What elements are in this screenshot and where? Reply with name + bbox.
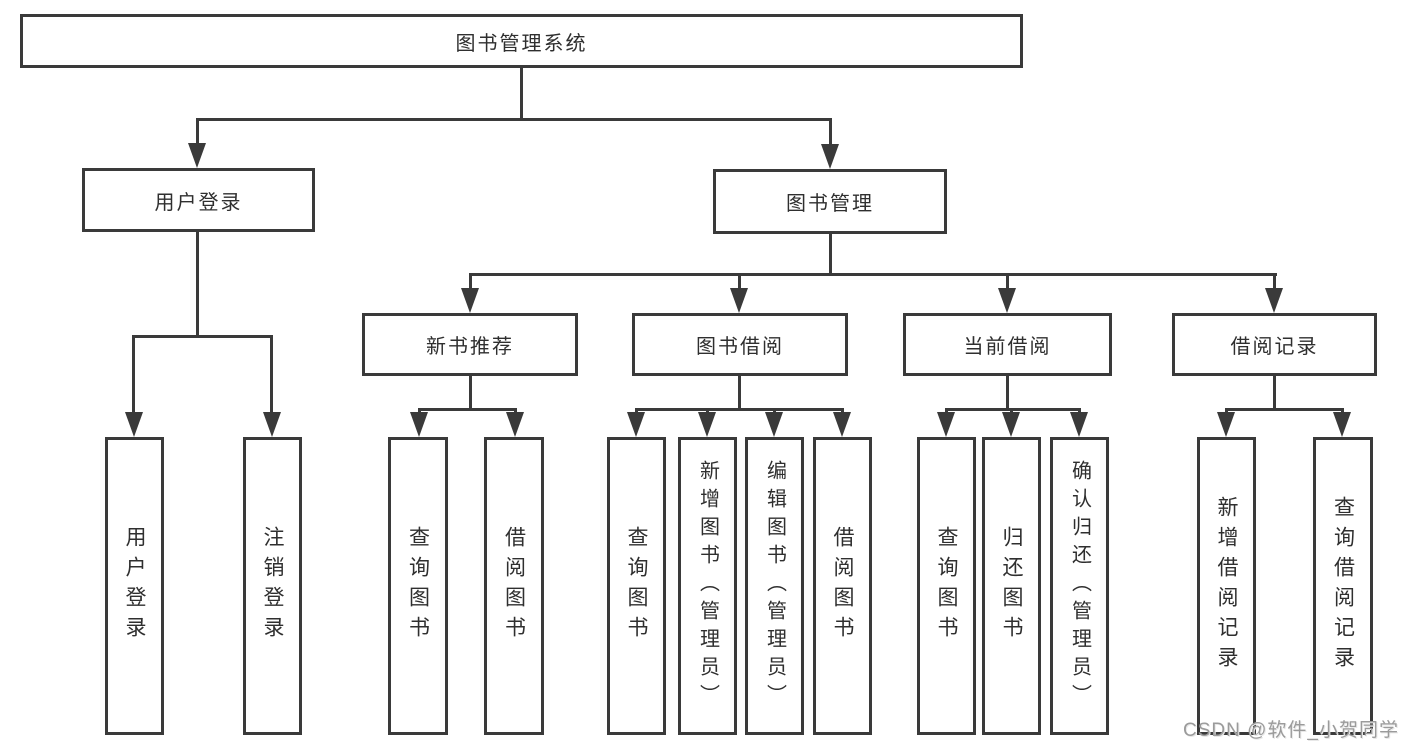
node-label: 新书推荐: [426, 336, 514, 358]
arrowhead-down: [410, 412, 428, 437]
node-label: 注销登录: [261, 526, 284, 646]
connector-line: [635, 408, 844, 411]
node-new-book-recommend: 新书推荐: [362, 313, 578, 376]
node-label: 确认归还（管理员）: [1068, 460, 1091, 712]
node-user-login: 用户登录: [82, 168, 315, 232]
node-label: 查询借阅记录: [1331, 496, 1355, 676]
leaf-edit-books-admin: 编辑图书（管理员）: [745, 437, 804, 735]
node-label: 借阅记录: [1230, 336, 1319, 358]
arrowhead-down: [937, 412, 955, 437]
node-label: 用户登录: [154, 191, 243, 214]
connector-line: [738, 273, 741, 291]
node-book-borrowing: 图书借阅: [632, 313, 848, 376]
connector-line: [1273, 273, 1276, 291]
node-current-borrowing: 当前借阅: [903, 313, 1112, 376]
connector-line: [418, 408, 517, 411]
node-label: 借阅图书: [831, 526, 854, 646]
leaf-borrow-books-recommend: 借阅图书: [484, 437, 544, 735]
arrowhead-down: [506, 412, 524, 437]
node-label: 当前借阅: [963, 336, 1052, 358]
leaf-confirm-return-admin: 确认归还（管理员）: [1050, 437, 1109, 735]
arrowhead-down: [833, 412, 851, 437]
connector-line: [738, 376, 741, 410]
connector-line: [469, 376, 472, 410]
node-label: 用户登录: [123, 526, 146, 646]
node-label: 新增图书（管理员）: [696, 460, 719, 712]
node-label: 图书借阅: [696, 336, 784, 358]
arrowhead-down: [765, 412, 783, 437]
arrowhead-down: [1265, 288, 1283, 313]
connector-line: [829, 118, 832, 148]
leaf-query-books-current: 查询图书: [917, 437, 976, 735]
arrowhead-down: [1070, 412, 1088, 437]
node-label: 图书管理系统: [455, 32, 588, 55]
node-label: 图书管理: [786, 193, 874, 215]
leaf-user-login: 用户登录: [105, 437, 164, 735]
arrowhead-down: [1002, 412, 1020, 437]
connector-line: [469, 273, 472, 291]
leaf-add-books-admin: 新增图书（管理员）: [678, 437, 737, 735]
connector-line: [829, 234, 832, 276]
leaf-borrow-books: 借阅图书: [813, 437, 872, 735]
arrowhead-down: [821, 144, 839, 169]
connector-line: [270, 335, 273, 413]
arrowhead-down: [461, 288, 479, 313]
leaf-query-borrow-record: 查询借阅记录: [1313, 437, 1373, 735]
csdn-watermark: CSDN @软件_小贺同学: [1183, 720, 1399, 741]
connector-line: [1225, 408, 1344, 411]
connector-line: [196, 118, 832, 121]
connector-line: [1006, 376, 1009, 410]
connector-line: [469, 273, 1277, 276]
leaf-query-books-recommend: 查询图书: [388, 437, 448, 735]
connector-line: [1273, 376, 1276, 410]
arrowhead-down: [998, 288, 1016, 313]
node-label: 归还图书: [1000, 526, 1023, 646]
node-label: 查询图书: [935, 526, 958, 646]
connector-line: [1006, 273, 1009, 291]
node-label: 借阅图书: [502, 526, 526, 646]
connector-line: [945, 408, 1081, 411]
leaf-return-books: 归还图书: [982, 437, 1041, 735]
node-label: 查询图书: [625, 526, 648, 646]
connector-line: [196, 232, 199, 338]
node-book-management: 图书管理: [713, 169, 947, 234]
leaf-query-books-borrowing: 查询图书: [607, 437, 666, 735]
arrowhead-down: [1217, 412, 1235, 437]
arrowhead-down: [730, 288, 748, 313]
arrowhead-down: [698, 412, 716, 437]
connector-line: [196, 118, 199, 148]
node-label: 查询图书: [406, 526, 430, 646]
connector-line: [132, 335, 135, 413]
arrowhead-down: [125, 412, 143, 437]
connector-line: [520, 68, 523, 120]
arrowhead-down: [263, 412, 281, 437]
arrowhead-down: [627, 412, 645, 437]
arrowhead-down: [1333, 412, 1351, 437]
node-label: 编辑图书（管理员）: [763, 460, 786, 712]
node-library-management-system: 图书管理系统: [20, 14, 1023, 68]
node-label: 新增借阅记录: [1215, 496, 1238, 676]
arrowhead-down: [188, 143, 206, 168]
leaf-logout-login: 注销登录: [243, 437, 302, 735]
node-borrowing-records: 借阅记录: [1172, 313, 1377, 376]
leaf-add-borrow-record: 新增借阅记录: [1197, 437, 1256, 735]
connector-line: [132, 335, 273, 338]
